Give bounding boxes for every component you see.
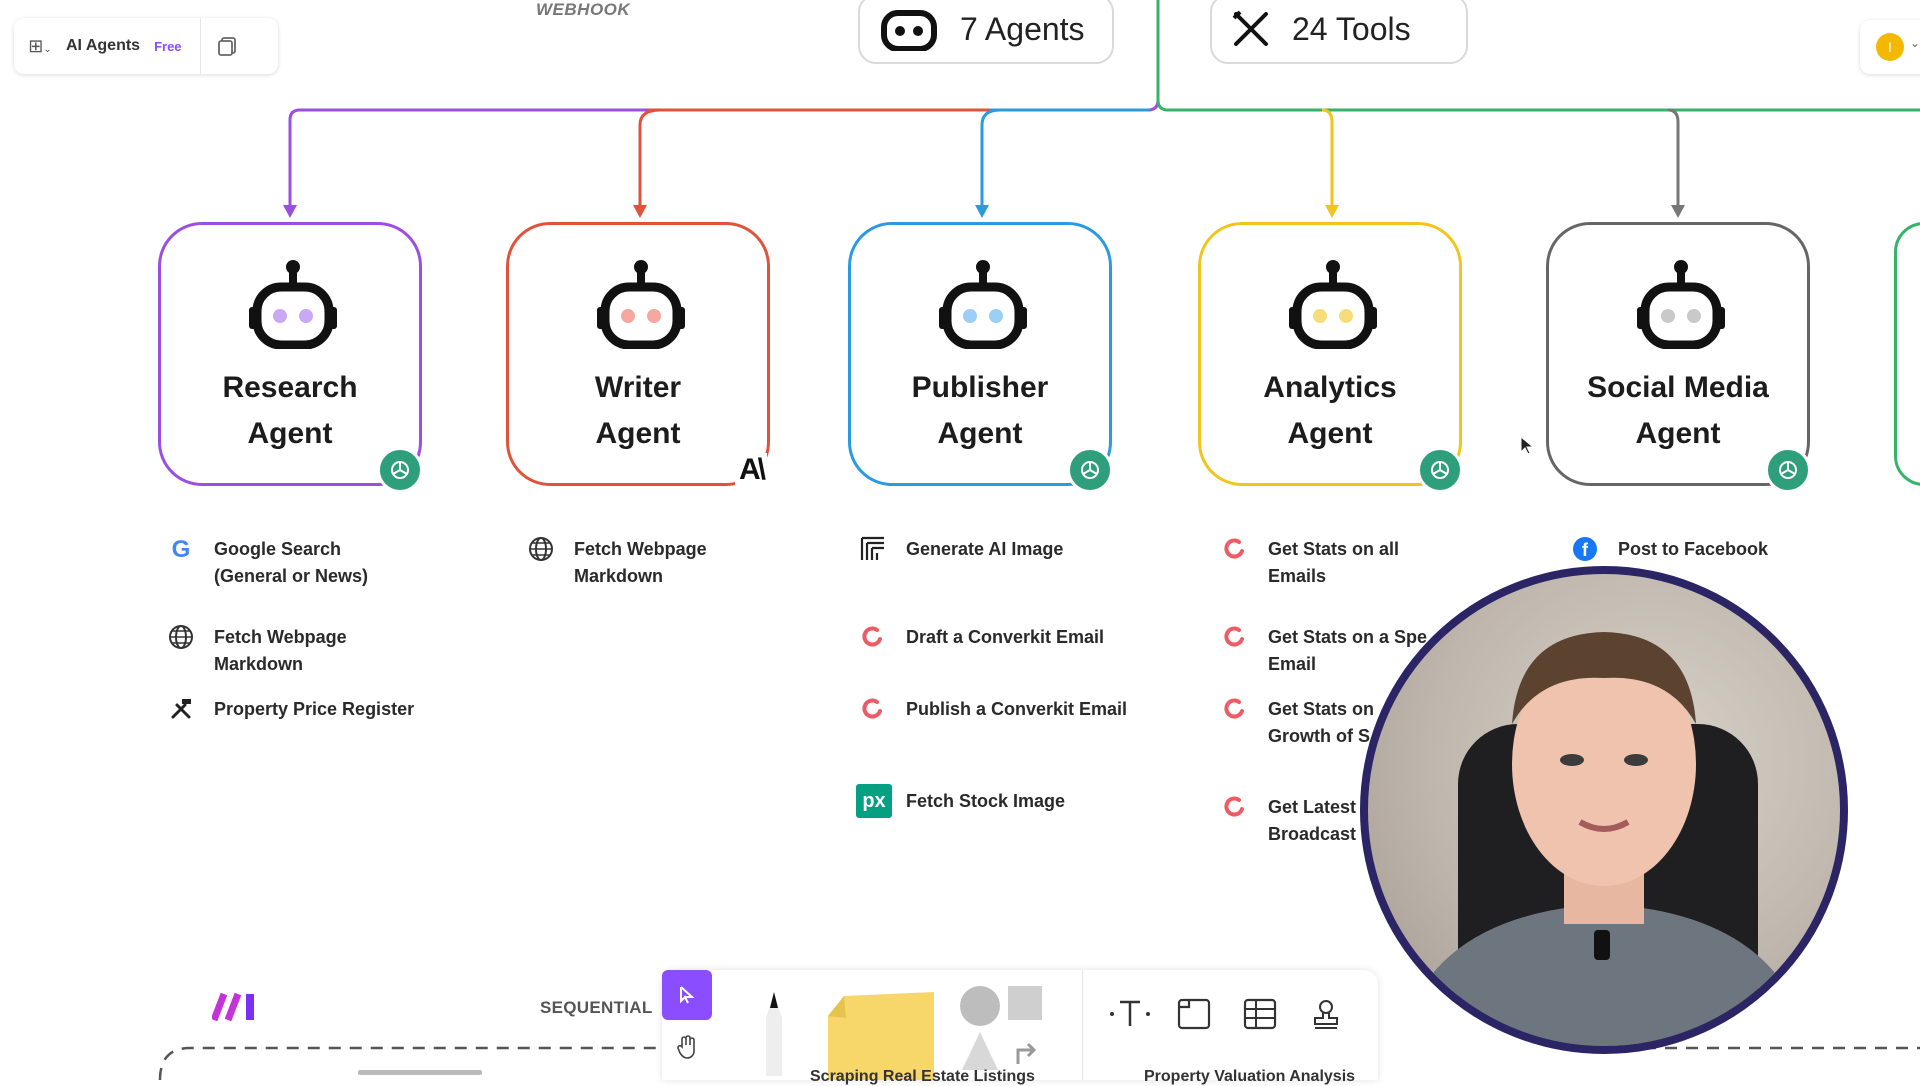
- robot-icon: [881, 10, 937, 51]
- select-tool-cursor-icon[interactable]: [662, 970, 712, 1020]
- robot-icon: [939, 260, 1027, 349]
- convertkit-icon: [1222, 536, 1248, 562]
- globe-icon: [168, 624, 194, 650]
- robot-icon: [1637, 260, 1725, 349]
- make-logo-icon: [212, 992, 254, 1022]
- task-label: Property Valuation Analysis: [1144, 1068, 1356, 1085]
- tools-count-text: 24 Tools: [1292, 10, 1411, 47]
- openai-icon: [377, 447, 423, 493]
- hammer-wrench-icon: [168, 696, 194, 722]
- pen-tool-icon[interactable]: [750, 988, 798, 1076]
- globe-icon: [528, 536, 554, 562]
- tool-post-to-facebook[interactable]: f Post to Facebook: [1572, 536, 1768, 563]
- presenter-video-image: [1398, 632, 1810, 1046]
- stamp-tool-icon[interactable]: [1302, 990, 1350, 1038]
- mouse-cursor-icon: [1520, 436, 1535, 455]
- google-icon: G: [171, 535, 191, 563]
- convertkit-icon: [860, 624, 886, 650]
- robot-icon: [597, 260, 685, 349]
- tool-publish-convertkit-email[interactable]: Publish a Converkit Email: [860, 696, 1127, 723]
- image-gen-icon: [860, 536, 886, 562]
- user-menu[interactable]: I ⌄: [1860, 20, 1920, 74]
- tools-icon: [1232, 10, 1268, 46]
- tool-fetch-stock-image[interactable]: px Fetch Stock Image: [856, 784, 1065, 818]
- app-menu-bar: ⊞⌄ AI Agents Free: [14, 18, 278, 74]
- chevron-down-icon: ⌄: [1910, 36, 1920, 50]
- frame-tool-icon[interactable]: [1170, 990, 1218, 1038]
- sequential-dashed-path: [158, 1046, 1920, 1080]
- shapes-tool-icon[interactable]: [958, 982, 1046, 1078]
- text-tool-icon[interactable]: [1106, 990, 1154, 1038]
- divider: [199, 18, 201, 74]
- hand-tool-icon[interactable]: [662, 1022, 712, 1072]
- openai-icon: [1067, 447, 1113, 493]
- duplicate-icon[interactable]: [201, 35, 253, 57]
- app-menu-icon[interactable]: ⊞⌄: [28, 35, 52, 56]
- anthropic-icon: A\: [735, 453, 767, 487]
- flow-connectors: [283, 0, 1920, 218]
- convertkit-icon: [1222, 794, 1248, 820]
- agents-count-text: 7 Agents: [960, 10, 1085, 47]
- task-label: Scraping Real Estate Listings: [810, 1068, 1035, 1085]
- tool-property-price-register[interactable]: Property Price Register: [168, 696, 414, 723]
- tool-google-search[interactable]: G Google Search(General or News): [168, 536, 368, 590]
- tools-count-pill[interactable]: 24 Tools: [1210, 0, 1468, 64]
- drawing-toolbar: [662, 970, 1378, 1080]
- openai-icon: [1765, 447, 1811, 493]
- convertkit-icon: [1222, 624, 1248, 650]
- agent-card-offscreen[interactable]: [1894, 222, 1920, 486]
- tool-draft-convertkit-email[interactable]: Draft a Converkit Email: [860, 624, 1104, 651]
- tool-generate-ai-image[interactable]: Generate AI Image: [860, 536, 1063, 563]
- robot-icon: [249, 260, 337, 349]
- webcam-overlay: [1360, 566, 1848, 1054]
- convertkit-icon: [1222, 696, 1248, 722]
- plan-badge: Free: [154, 38, 182, 54]
- app-title[interactable]: AI Agents: [66, 37, 141, 54]
- sequential-label: SEQUENTIAL: [540, 998, 653, 1017]
- table-tool-icon[interactable]: [1236, 990, 1284, 1038]
- convertkit-icon: [860, 696, 886, 722]
- sticky-note-icon[interactable]: [822, 988, 938, 1080]
- facebook-icon: f: [1572, 536, 1598, 562]
- webhook-label: WEBHOOK: [536, 0, 631, 19]
- openai-icon: [1417, 447, 1463, 493]
- user-avatar: I: [1876, 33, 1904, 61]
- toolbar-divider: [1082, 970, 1083, 1080]
- robot-icon: [1289, 260, 1377, 349]
- pexels-icon: px: [856, 784, 892, 818]
- agents-count-pill[interactable]: 7 Agents: [858, 0, 1114, 64]
